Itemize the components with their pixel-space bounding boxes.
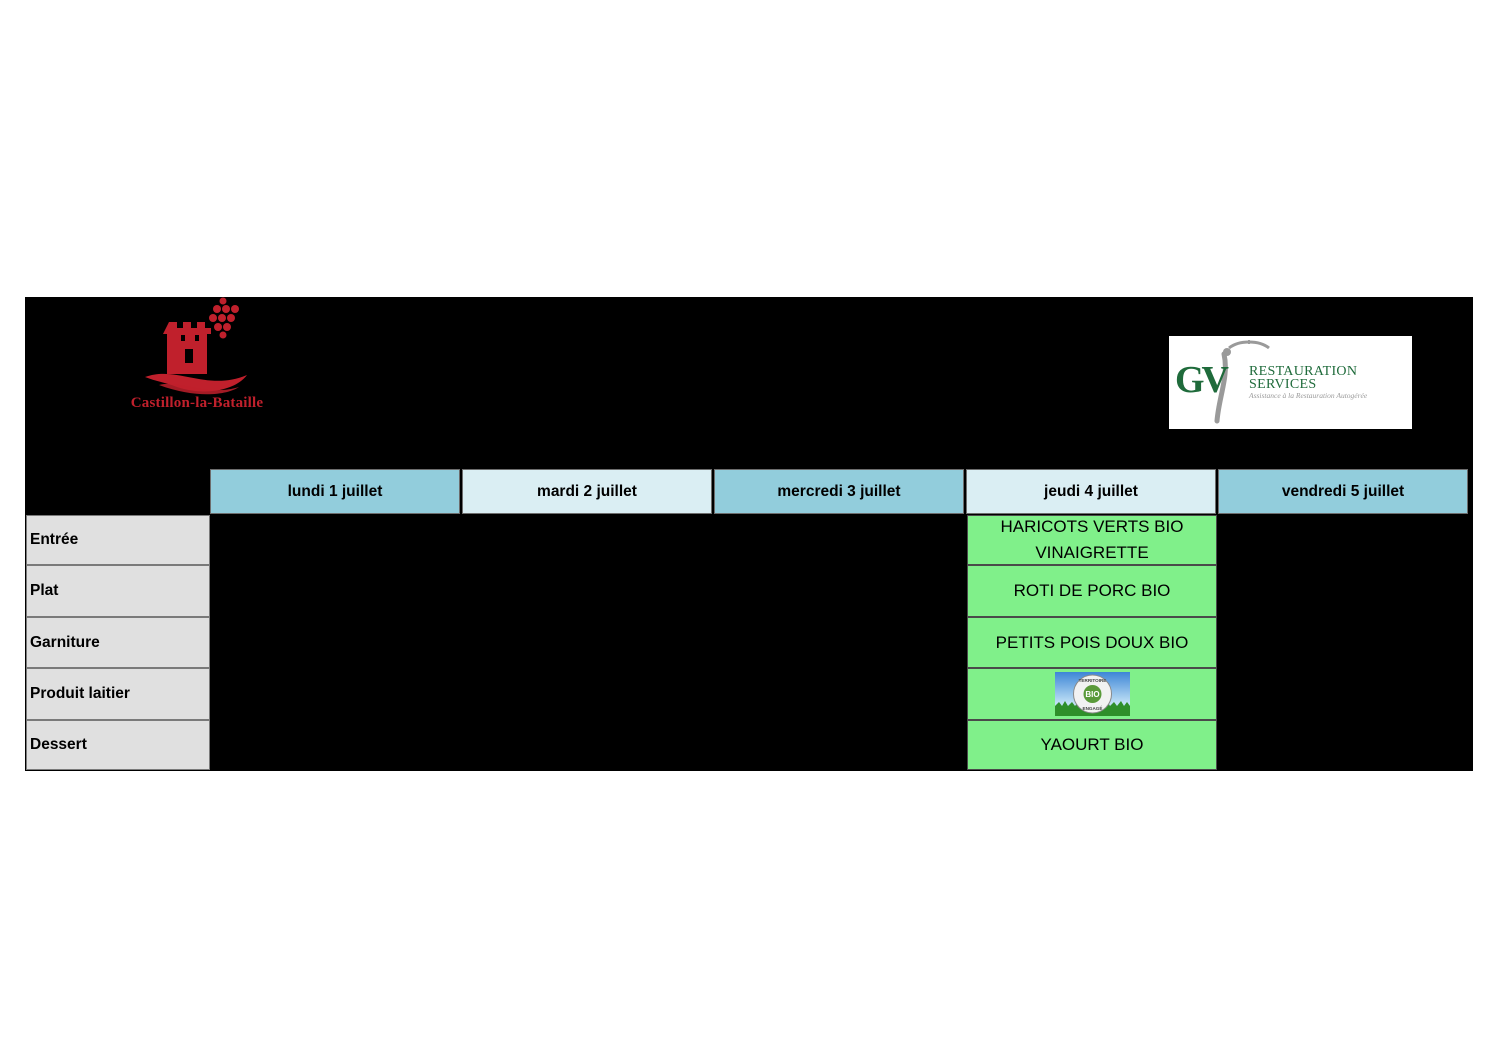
brand-line-2: SERVICES xyxy=(1249,377,1317,392)
waiter-figure-icon xyxy=(1214,340,1270,424)
row-label-entree: Entrée xyxy=(26,515,210,565)
day-header-lundi: lundi 1 juillet xyxy=(210,469,460,514)
gv-brand: GV xyxy=(1175,359,1229,401)
badge-bio-text: BIO xyxy=(1085,690,1099,699)
row-label-dessert: Dessert xyxy=(26,720,210,770)
menu-sheet: Castillon-la-Bataille GV RESTAURATION SE… xyxy=(25,297,1473,771)
brand-tagline: Assistance à la Restauration Autogérée xyxy=(1249,391,1368,400)
badge-bottom-text: ENGAGÉ xyxy=(1082,704,1102,711)
row-label-garniture: Garniture xyxy=(26,617,210,668)
jeudi-garniture: PETITS POIS DOUX BIO xyxy=(967,617,1217,668)
castillon-logo: Castillon-la-Bataille xyxy=(97,297,297,419)
jeudi-plat: ROTI DE PORC BIO xyxy=(967,565,1217,617)
row-label-produit-laitier: Produit laitier xyxy=(26,668,210,720)
row-label-plat: Plat xyxy=(26,565,210,617)
gv-restauration-logo: GV RESTAURATION SERVICES Assistance à la… xyxy=(1169,336,1412,429)
day-header-vendredi: vendredi 5 juillet xyxy=(1218,469,1468,514)
jeudi-produit-laitier: BIO TERRITOIRE ENGAGÉ xyxy=(967,668,1217,720)
day-header-mercredi: mercredi 3 juillet xyxy=(714,469,964,514)
day-header-mardi: mardi 2 juillet xyxy=(462,469,712,514)
bio-territoire-engage-badge-icon: BIO TERRITOIRE ENGAGÉ xyxy=(1054,672,1130,716)
castle-tower-icon xyxy=(145,297,247,395)
jeudi-dessert: YAOURT BIO xyxy=(967,720,1217,770)
badge-top-text: TERRITOIRE xyxy=(1078,678,1106,683)
town-name: Castillon-la-Bataille xyxy=(130,395,264,411)
day-header-jeudi: jeudi 4 juillet xyxy=(966,469,1216,514)
brand-line-1: RESTAURATION xyxy=(1249,364,1358,379)
jeudi-entree: HARICOTS VERTS BIO VINAIGRETTE xyxy=(967,515,1217,565)
